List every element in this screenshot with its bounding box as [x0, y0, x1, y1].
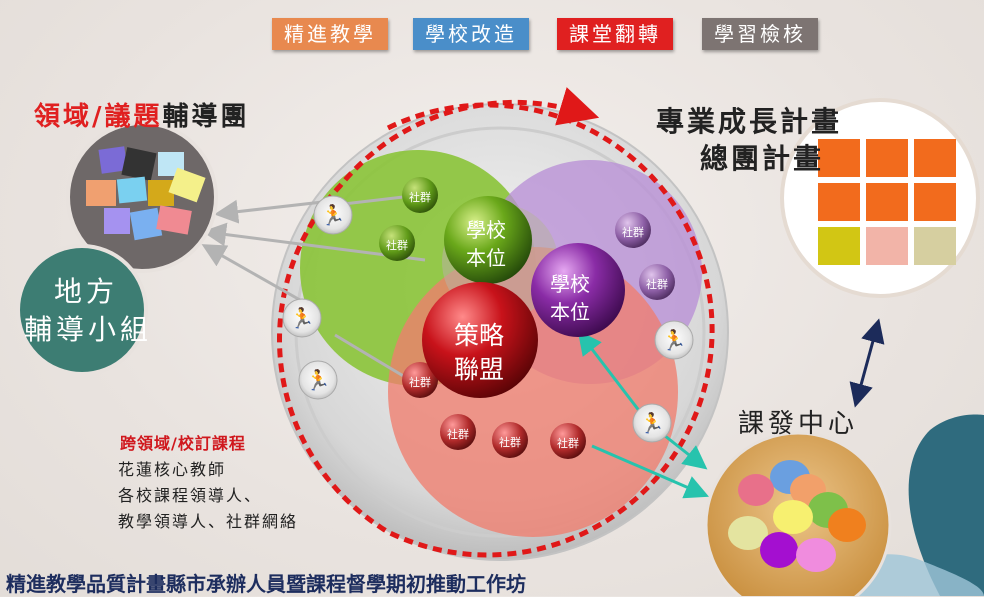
school-ball-purple-line1: 學校 [550, 272, 590, 296]
footer-title: 精進教學品質計畫縣市承辦人員暨課程督學期初推動工作坊 [6, 572, 526, 596]
color-dot [796, 538, 836, 572]
community-label: 社群 [409, 191, 431, 204]
advisory-team-title-black: 輔導團 [162, 102, 250, 132]
community-ball-r3 [492, 422, 528, 458]
color-dot [760, 532, 798, 568]
advisory-team-title: 領域/議題輔導團 [34, 96, 250, 133]
community-label: 社群 [447, 428, 469, 441]
local-group-circle [16, 244, 148, 376]
cross-domain-line: 教學領導人、社群網絡 [118, 512, 299, 531]
plan-square [914, 139, 956, 177]
local-group-line2: 輔導小組 [24, 313, 153, 346]
plan-square [818, 183, 860, 221]
local-group-line1: 地方 [54, 275, 119, 308]
tag-learning-check: 學習檢核 [702, 18, 818, 50]
cross-domain-title: 跨領域/校訂課程 [120, 434, 246, 453]
plan-square [866, 227, 908, 265]
svg-text:🏃: 🏃 [640, 411, 665, 435]
community-label: 社群 [646, 278, 668, 291]
plan-square [866, 139, 908, 177]
plan-title-line2: 總團計畫 [700, 142, 825, 175]
svg-text:🏃: 🏃 [662, 328, 687, 352]
curriculum-center-label: 課發中心 [738, 409, 859, 439]
plan-square [914, 183, 956, 221]
advisory-team-title-red: 領域/議題 [34, 102, 163, 132]
svg-text:🏃: 🏃 [306, 368, 331, 392]
tag-school-reform: 學校改造 [413, 18, 529, 50]
tag-flipped-class: 課堂翻轉 [557, 18, 673, 50]
school-ball-green [444, 196, 532, 284]
community-label: 社群 [622, 226, 644, 239]
community-ball-g2 [379, 225, 415, 261]
community-ball-p2 [639, 264, 675, 300]
cycle-arrow [277, 87, 715, 558]
school-ball-purple-line2: 本位 [550, 300, 590, 324]
community-label: 社群 [409, 376, 431, 389]
runner-disk-1: 🏃 [313, 195, 353, 235]
svg-text:🏃: 🏃 [321, 203, 346, 227]
community-label: 社群 [557, 437, 579, 450]
color-dot [773, 500, 813, 534]
community-ball-r1 [402, 362, 438, 398]
plan-square [818, 227, 860, 265]
color-dot [828, 508, 866, 542]
cross-domain-line: 花蓮核心教師 [118, 460, 227, 479]
school-ball-purple [531, 243, 625, 337]
strategy-line1: 策略 [454, 321, 505, 350]
plan-square [818, 139, 860, 177]
runner-disk-4: 🏃 [654, 320, 694, 360]
community-ball-p1 [615, 212, 651, 248]
community-ball-r2 [440, 414, 476, 450]
runner-disk-2: 🏃 [282, 298, 322, 338]
runner-disk-5: 🏃 [632, 403, 672, 443]
plan-square [914, 227, 956, 265]
community-label: 社群 [499, 436, 521, 449]
strategy-ball [422, 282, 538, 398]
school-ball-green-line2: 本位 [466, 246, 506, 270]
tag-jingjin: 精進教學 [272, 18, 388, 50]
community-ball-r4 [550, 423, 586, 459]
plan-title-line1: 專業成長計畫 [656, 105, 843, 138]
svg-text:🏃: 🏃 [290, 306, 315, 330]
color-dot [738, 474, 774, 506]
runner-disk-3: 🏃 [298, 360, 338, 400]
community-ball-g1 [402, 177, 438, 213]
plan-square [866, 183, 908, 221]
decor-curve-dark [908, 414, 984, 596]
cross-domain-line: 各校課程領導人、 [118, 486, 263, 505]
community-label: 社群 [386, 239, 408, 252]
strategy-line2: 聯盟 [454, 355, 505, 384]
school-ball-green-line1: 學校 [466, 218, 506, 242]
